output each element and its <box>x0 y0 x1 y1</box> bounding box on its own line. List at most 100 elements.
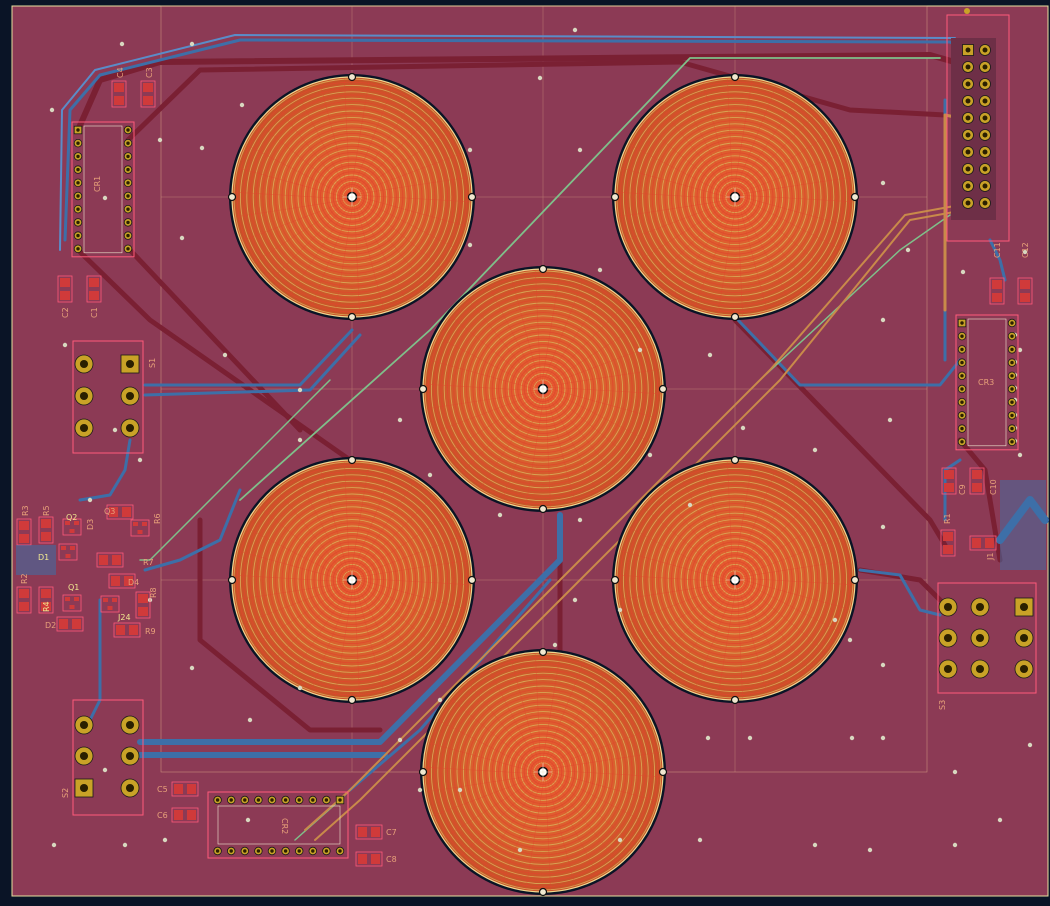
via <box>597 267 603 273</box>
via <box>697 837 703 843</box>
coil-turn <box>430 276 656 502</box>
coil-streak <box>618 199 728 218</box>
coil-streak <box>344 79 350 190</box>
coil-streak <box>428 359 536 390</box>
coil-streak <box>235 582 345 601</box>
pin-hole <box>1010 400 1014 404</box>
smd-pad <box>103 598 108 602</box>
coil-turn <box>310 155 394 239</box>
coil-turn <box>488 334 598 444</box>
coil-streak <box>737 97 799 190</box>
coil-turn <box>482 711 604 833</box>
courtyard <box>86 275 102 303</box>
smd-pad <box>133 522 138 526</box>
smd-pad <box>138 607 148 616</box>
smd-pad <box>358 854 367 864</box>
smd-pad <box>142 522 147 526</box>
coil-turn <box>268 496 436 664</box>
coil-turn <box>243 471 461 689</box>
ref-C7: C7 <box>386 828 397 837</box>
induction-coil <box>418 647 668 897</box>
coil-turn <box>667 129 803 265</box>
pin-hole <box>965 200 971 206</box>
coil-streak <box>358 584 428 672</box>
coil-streak <box>618 582 728 601</box>
ref-CR1: CR1 <box>93 176 102 192</box>
footprint-layer <box>16 8 1046 867</box>
coil-streak <box>545 672 607 765</box>
coil-turn <box>291 136 413 258</box>
coil-turn <box>693 155 777 239</box>
coil-streak <box>535 271 541 382</box>
smd-pad <box>129 625 138 635</box>
coil-turn <box>530 759 556 785</box>
via <box>87 497 93 503</box>
pin-hole <box>243 798 247 802</box>
coil-turn <box>667 512 803 648</box>
smd-pad <box>943 545 953 554</box>
coil-turn <box>523 369 563 409</box>
courtyard <box>171 807 199 823</box>
coil-turn <box>275 120 429 274</box>
smd-part <box>111 80 127 108</box>
ref-R9: R9 <box>145 627 156 636</box>
coil-streak <box>629 527 728 579</box>
coil-streak <box>543 278 585 382</box>
via <box>747 735 753 741</box>
courtyard <box>58 543 78 561</box>
via <box>1027 742 1033 748</box>
coil-turn <box>715 177 755 217</box>
via <box>812 842 818 848</box>
coil-turn <box>323 168 381 226</box>
coil-turn <box>472 701 614 843</box>
coil-turn <box>712 557 758 603</box>
smd-pad <box>19 534 29 543</box>
coil-turn <box>702 547 768 613</box>
coil-turn <box>510 739 576 805</box>
coil-turn <box>259 104 445 290</box>
coil-streak <box>549 393 619 481</box>
coil-turn <box>635 480 835 680</box>
courtyard <box>111 80 127 108</box>
coil-streak <box>636 585 730 646</box>
coil-turn <box>696 541 774 619</box>
ref-D4: D4 <box>128 578 139 587</box>
coil-turn <box>271 499 433 661</box>
smd-pad <box>65 554 71 558</box>
coil-turn <box>319 164 385 230</box>
coil-streak <box>355 112 435 191</box>
coil-turn <box>642 487 828 673</box>
coil-turn <box>281 509 423 651</box>
induction-coil <box>227 455 477 705</box>
coil-turn <box>307 152 397 242</box>
via <box>1022 249 1028 255</box>
trace-front <box>197 517 383 733</box>
coil-turn <box>642 104 828 290</box>
coil-streak <box>426 774 536 793</box>
coil-streak <box>702 466 732 574</box>
smd-part <box>355 824 383 840</box>
coil-streak <box>737 480 799 573</box>
coil-streak <box>742 577 853 586</box>
coil-streak <box>253 202 347 263</box>
trace-back <box>736 318 962 387</box>
coil-turn <box>478 707 608 837</box>
coil-turn <box>294 522 410 638</box>
coil-turn <box>459 305 627 473</box>
coil-turn <box>342 570 362 590</box>
coil-streak <box>548 394 599 494</box>
coil-streak <box>541 272 561 382</box>
coil-streak <box>259 123 345 195</box>
coil-turn <box>722 184 748 210</box>
pin-hole <box>126 154 130 159</box>
via <box>417 787 423 793</box>
smd-pad <box>19 602 29 611</box>
coil-turn <box>236 81 468 313</box>
coil-terminal <box>347 695 357 705</box>
connector-S1 <box>72 340 144 454</box>
coil-turn <box>485 331 601 447</box>
smd-pad <box>985 538 994 548</box>
coil-streak <box>350 80 370 190</box>
pin-hole <box>982 81 988 87</box>
coil-streak <box>237 167 345 198</box>
